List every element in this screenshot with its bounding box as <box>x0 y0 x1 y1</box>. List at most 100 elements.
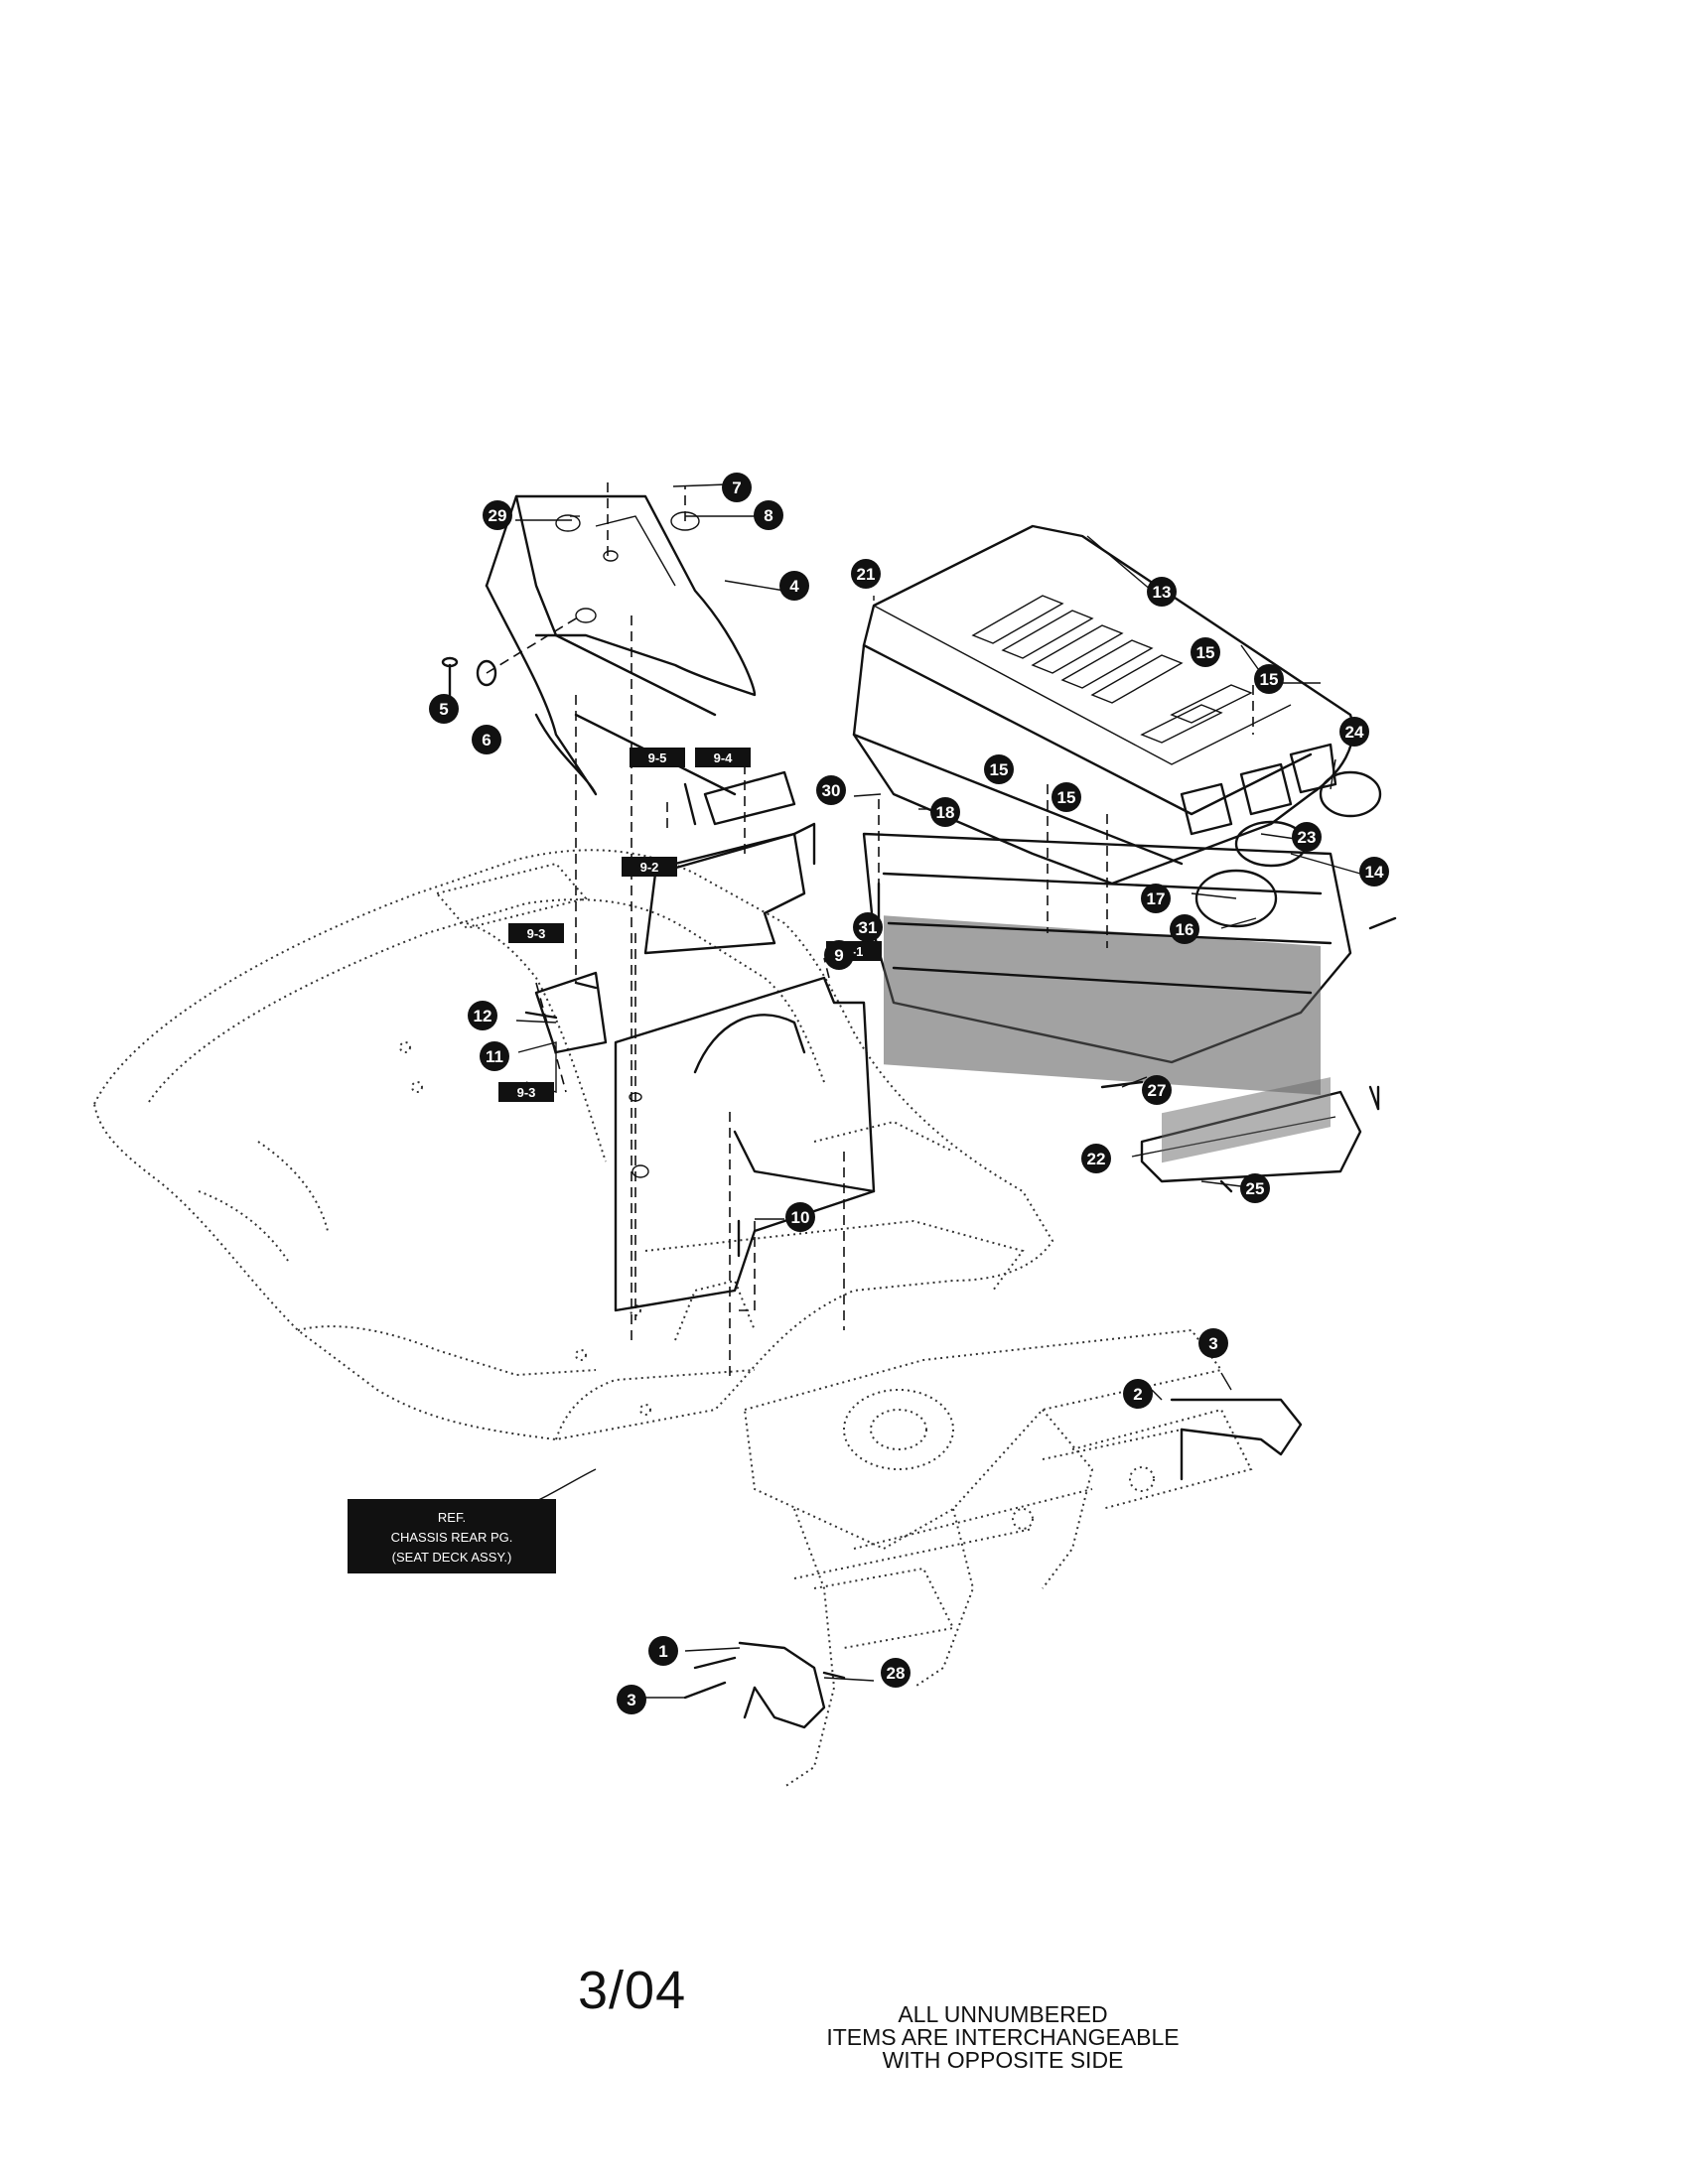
support-brackets <box>524 615 876 1380</box>
callout-number: 8 <box>764 506 772 525</box>
callout-circle <box>1254 664 1284 694</box>
callout-circle <box>816 775 846 805</box>
interchangeable-note: ALL UNNUMBERED ITEMS ARE INTERCHANGEABLE… <box>774 2003 1231 2072</box>
callout-16: 16 <box>1170 914 1199 944</box>
callout-number: 12 <box>474 1007 492 1025</box>
callout-number: 3 <box>1208 1334 1217 1353</box>
callout-21: 21 <box>851 559 881 589</box>
callout-circle <box>881 1658 911 1688</box>
callout-15: 15 <box>1254 664 1284 694</box>
callout-circle <box>1191 637 1220 667</box>
revision-date: 3/04 <box>578 1961 687 2020</box>
callout-circle <box>1142 1075 1172 1105</box>
callout-4: 4 <box>779 571 809 601</box>
callout-circle <box>1147 577 1177 607</box>
sub-label-9-3: 9-3 <box>498 1082 554 1102</box>
sub-label-text: 9-2 <box>640 860 659 875</box>
callout-number: 29 <box>489 506 507 525</box>
callout-7: 7 <box>722 473 752 502</box>
callout-circle <box>754 500 783 530</box>
callout-circle <box>930 797 960 827</box>
callout-12: 12 <box>468 1001 497 1030</box>
callout-29: 29 <box>483 500 512 530</box>
sub-label-text: 9-4 <box>714 751 734 765</box>
ref-line-2: CHASSIS REAR PG. <box>391 1530 513 1545</box>
callout-number: 22 <box>1087 1150 1106 1168</box>
sub-label-text: 9-3 <box>527 926 546 941</box>
note-line-3: WITH OPPOSITE SIDE <box>882 2047 1124 2073</box>
callout-circle <box>1292 822 1322 852</box>
callout-number: 3 <box>627 1691 635 1709</box>
callout-17: 17 <box>1141 884 1171 913</box>
callout-number: 15 <box>1196 643 1215 662</box>
callout-number: 27 <box>1148 1081 1167 1100</box>
callout-circle <box>851 559 881 589</box>
callout-number: 15 <box>1057 788 1076 807</box>
callout-11: 11 <box>480 1041 509 1071</box>
callout-circle <box>1141 884 1171 913</box>
callout-number: 15 <box>990 760 1009 779</box>
callout-number: 25 <box>1246 1179 1265 1198</box>
callout-number: 7 <box>732 478 741 497</box>
callout-30: 30 <box>816 775 846 805</box>
note-line-1: ALL UNNUMBERED <box>898 2001 1108 2027</box>
callout-circle <box>824 940 854 970</box>
callout-6: 6 <box>472 725 501 754</box>
callout-circle <box>480 1041 509 1071</box>
callout-circle <box>617 1685 646 1714</box>
callout-circle <box>648 1636 678 1666</box>
callout-13: 13 <box>1147 577 1177 607</box>
callout-circle <box>429 694 459 724</box>
ref-line-1: REF. <box>438 1510 466 1525</box>
sub-label-9-2: 9-2 <box>622 857 677 877</box>
callout-circle <box>1052 782 1081 812</box>
callout-circle <box>1081 1144 1111 1173</box>
callout-circle <box>853 912 883 942</box>
sub-label-9-4: 9-4 <box>695 748 751 767</box>
hood-vents <box>971 595 1253 744</box>
callout-number: 14 <box>1365 863 1384 882</box>
callout-circle <box>779 571 809 601</box>
sub-label-9-5: 9-5 <box>630 748 685 767</box>
callout-circle <box>984 754 1014 784</box>
callout-number: 6 <box>482 731 491 750</box>
hood-assembly <box>852 524 1397 1193</box>
callout-circle <box>1198 1328 1228 1358</box>
callout-number: 18 <box>936 803 955 822</box>
grille-mesh <box>884 915 1321 1096</box>
note-line-2: ITEMS ARE INTERCHANGEABLE <box>826 2024 1180 2050</box>
chassis-reference-box: REF. CHASSIS REAR PG. (SEAT DECK ASSY.) <box>348 1499 556 1573</box>
callout-circle <box>1339 717 1369 747</box>
callout-8: 8 <box>754 500 783 530</box>
callout-number: 15 <box>1260 670 1279 689</box>
callout-number: 24 <box>1345 723 1364 742</box>
callout-circle <box>483 500 512 530</box>
callout-circle <box>1359 857 1389 887</box>
callout-number: 5 <box>439 700 448 719</box>
callout-number: 30 <box>822 781 841 800</box>
callout-14: 14 <box>1359 857 1389 887</box>
axle-brackets <box>683 1398 1303 1729</box>
callout-circle <box>1123 1379 1153 1409</box>
callout-circle <box>472 725 501 754</box>
callout-25: 25 <box>1240 1173 1270 1203</box>
callout-number: 31 <box>859 918 878 937</box>
callout-number: 23 <box>1298 828 1317 847</box>
part-callouts: 1233456789101112131415151515161718212223… <box>429 473 1389 1714</box>
callout-3: 3 <box>1198 1328 1228 1358</box>
callout-27: 27 <box>1142 1075 1172 1105</box>
callout-number: 4 <box>789 577 799 596</box>
callout-number: 13 <box>1153 583 1172 602</box>
callout-number: 17 <box>1147 889 1166 908</box>
ref-line-3: (SEAT DECK ASSY.) <box>392 1550 512 1565</box>
callout-22: 22 <box>1081 1144 1111 1173</box>
callout-circle <box>1240 1173 1270 1203</box>
sub-label-text: 9-3 <box>517 1085 536 1100</box>
callout-number: 28 <box>887 1664 906 1683</box>
callout-number: 21 <box>857 565 876 584</box>
callout-circle <box>1170 914 1199 944</box>
callout-10: 10 <box>785 1202 815 1232</box>
callout-number: 11 <box>486 1047 503 1066</box>
